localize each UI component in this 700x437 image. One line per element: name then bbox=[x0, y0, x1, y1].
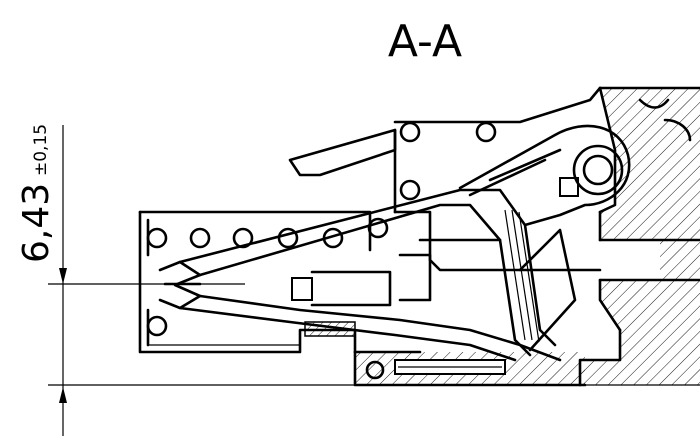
contact-spring bbox=[158, 188, 562, 362]
section-title: A-A bbox=[388, 16, 462, 67]
dimension-tolerance: ±0,15 bbox=[31, 124, 51, 176]
lower-strip bbox=[353, 350, 587, 387]
front-housing bbox=[138, 210, 372, 354]
latch-body bbox=[288, 86, 602, 272]
pivot-lever bbox=[291, 124, 631, 352]
spring-coil-row bbox=[146, 217, 389, 337]
housing-right bbox=[578, 86, 700, 387]
dimension-value: 6,43 bbox=[16, 183, 57, 263]
